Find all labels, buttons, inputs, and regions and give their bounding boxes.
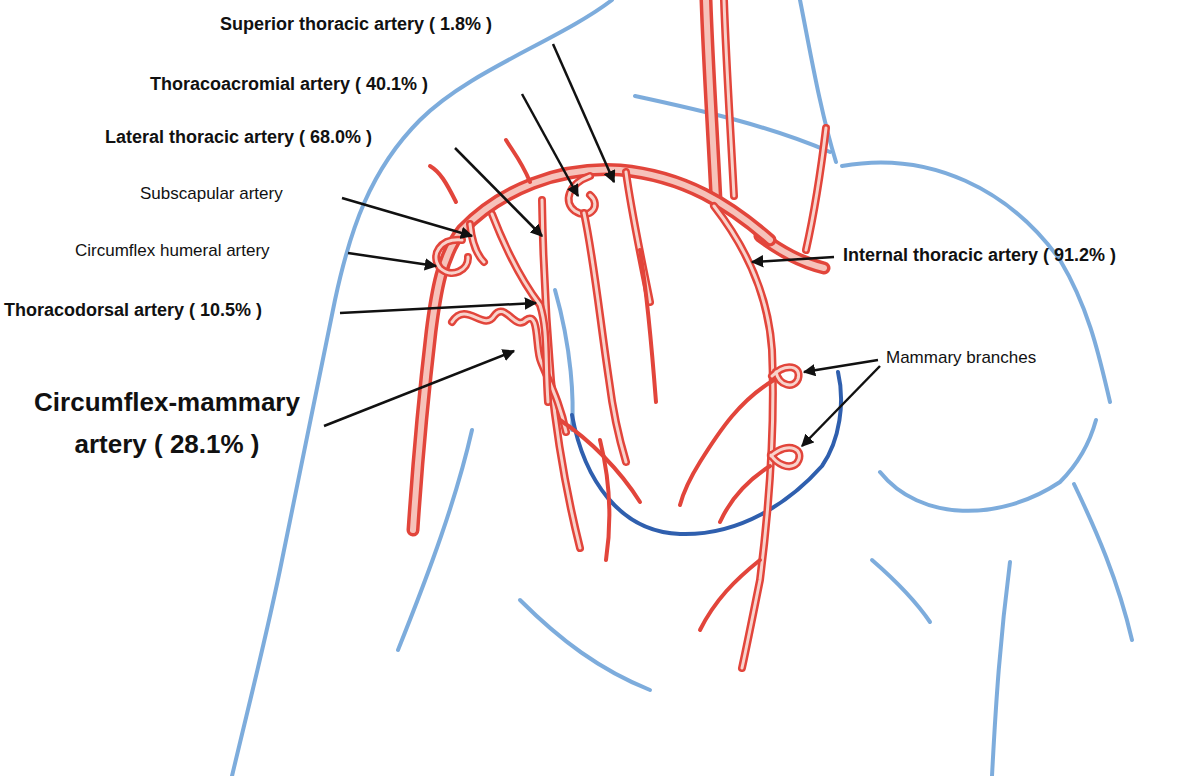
mammary-branch: [771, 448, 799, 467]
artery-branch: [720, 466, 770, 522]
axillary-artery: [413, 170, 770, 530]
subscapular-artery: [470, 224, 484, 262]
callout-label: Superior thoracic artery ( 1.8% ): [220, 14, 492, 36]
internal-thoracic-artery: [714, 206, 773, 668]
leader-arrow: [522, 94, 578, 196]
torso-outline: [520, 600, 650, 690]
artery-branch: [600, 440, 609, 560]
callout-label: Lateral thoracic artery ( 68.0% ): [105, 127, 372, 149]
leader-arrow: [455, 148, 542, 236]
callout-label: Subscapular artery: [140, 184, 283, 204]
artery-branch: [584, 213, 626, 462]
artery: [706, 0, 716, 200]
artery-branch: [680, 380, 774, 505]
artery: [724, 0, 734, 196]
leader-arrow: [340, 303, 536, 313]
breast-outline: [880, 420, 1096, 511]
leader-arrow: [802, 366, 880, 446]
torso-outline: [872, 560, 930, 622]
circumflex-humeral-artery: [436, 240, 468, 273]
callout-label: Mammary branches: [886, 348, 1036, 368]
callout-label: Thoracodorsal artery ( 10.5% ): [4, 300, 262, 322]
callout-label: Circumflex humeral artery: [75, 241, 270, 261]
thoracodorsal-artery: [492, 214, 548, 402]
artery: [806, 128, 826, 250]
artery-branch: [640, 250, 656, 402]
callout-label: Thoracoacromial artery ( 40.1% ): [150, 74, 428, 96]
leader-arrow: [752, 257, 834, 262]
axillary-artery: [413, 170, 770, 530]
artery-branch: [430, 166, 456, 202]
neck-outline: [800, 0, 836, 162]
mammary-branch: [771, 448, 799, 467]
artery: [706, 0, 716, 200]
callout-label: Internal thoracic artery ( 91.2% ): [843, 245, 1116, 267]
leader-arrow: [553, 44, 614, 182]
artery-branch: [506, 140, 530, 182]
arm-outline: [1074, 484, 1132, 640]
arm-outline: [398, 430, 472, 650]
leader-arrow: [342, 198, 472, 236]
thoracoacromial-artery: [569, 176, 595, 214]
artery: [724, 0, 734, 196]
internal-thoracic-artery: [714, 206, 773, 668]
shoulder-outline: [842, 162, 1110, 402]
thoracodorsal-artery: [492, 214, 548, 402]
mammary-branch: [772, 367, 799, 385]
callout-label: Circumflex-mammary artery ( 28.1% ): [2, 381, 332, 465]
thoracoacromial-artery: [569, 176, 595, 214]
leader-arrow: [324, 351, 514, 426]
artery: [806, 128, 826, 250]
subscapular-artery: [470, 224, 484, 262]
circumflex-humeral-artery: [436, 240, 468, 273]
leader-arrow: [348, 253, 436, 266]
artery-branch: [560, 420, 640, 502]
mammary-branch: [772, 367, 799, 385]
artery-branch: [584, 213, 626, 462]
leader-arrow: [804, 360, 878, 372]
torso-outline: [992, 562, 1010, 776]
artery-branch: [700, 560, 760, 630]
